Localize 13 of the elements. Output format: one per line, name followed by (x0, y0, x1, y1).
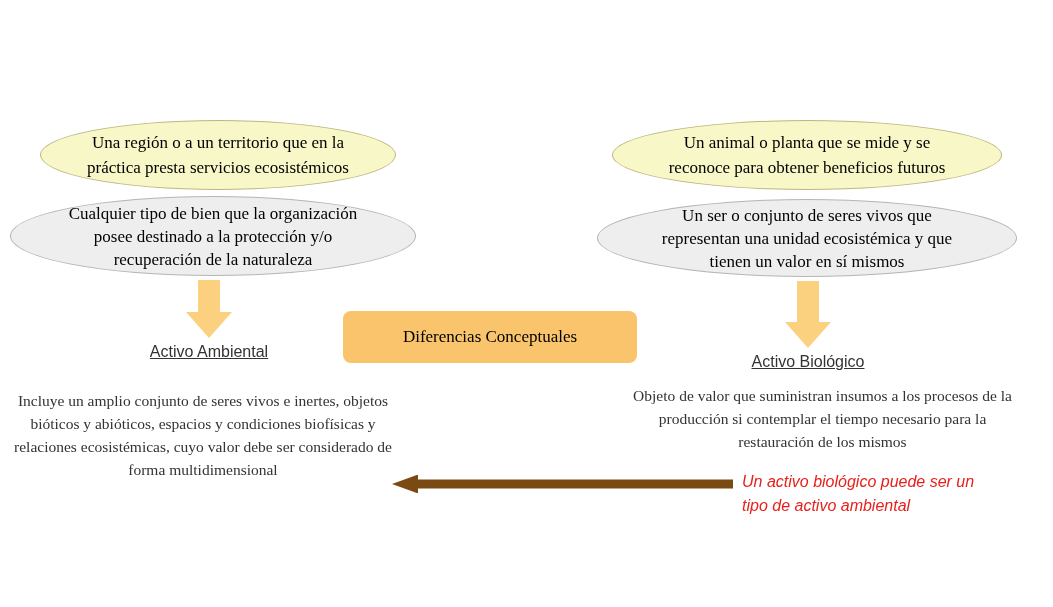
ellipse-node: Una región o a un territorio que en la práctica presta servicios ecosistémicos (40, 120, 396, 190)
heading-label: Activo Biológico (733, 350, 883, 374)
arrow (392, 474, 733, 494)
description-text: Objeto de valor que suministran insumos a los procesos de la producción si contemplar el tiempo necesario para la restauración de los mismos (630, 383, 1015, 453)
arrow (784, 281, 832, 348)
description-text: Incluye un amplio conjunto de seres vivos e inertes, objetos bióticos y abióticos, espacios y condiciones biofísicas y relaciones ecosistémicas, cuyo valor debe ser considerado de forma multidimensional (14, 378, 392, 492)
note-text: Un activo biológico puede ser un tipo de activo ambiental (742, 470, 987, 518)
ellipse-node: Un ser o conjunto de seres vivos que representan una unidad ecosistémica y que tienen un valor en sí mismos (597, 199, 1017, 277)
arrow (185, 280, 233, 338)
ellipse-node: Un animal o planta que se mide y se reconoce para obtener beneficios futuros (612, 120, 1002, 190)
title-box: Diferencias Conceptuales (343, 311, 637, 363)
heading-label: Activo Ambiental (130, 340, 288, 364)
ellipse-node: Cualquier tipo de bien que la organización posee destinado a la protección y/o recuperación de la naturaleza (10, 196, 416, 276)
